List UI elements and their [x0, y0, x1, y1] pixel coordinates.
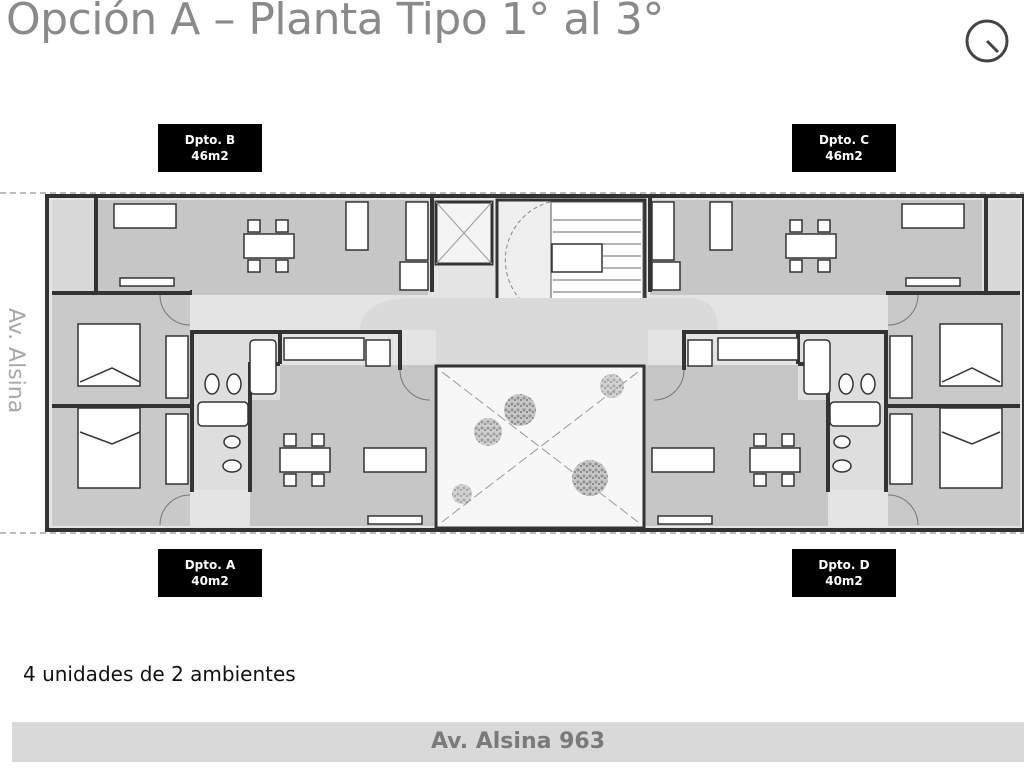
- toilet: [860, 373, 876, 395]
- sofa: [113, 203, 177, 229]
- sofa: [901, 203, 965, 229]
- toilet: [833, 435, 851, 449]
- common-hall: [360, 298, 718, 365]
- toilet: [204, 373, 220, 395]
- bathtub: [249, 339, 277, 395]
- unit-name: Dpto. C: [818, 133, 870, 147]
- unit-name: Dpto. D: [818, 558, 870, 572]
- toilet: [832, 459, 852, 473]
- kitchen-counter: [717, 337, 799, 361]
- dining-table: [279, 447, 331, 473]
- toilet: [838, 373, 854, 395]
- sofa: [363, 447, 427, 473]
- clock-icon[interactable]: [964, 18, 1010, 64]
- bed: [939, 323, 1003, 387]
- unit-label-dpto-c: Dpto. C 46m2: [792, 124, 896, 172]
- unit-label-dpto-b: Dpto. B 46m2: [158, 124, 262, 172]
- unit-area: 40m2: [825, 574, 863, 588]
- summary-text: 4 unidades de 2 ambientes: [23, 662, 296, 686]
- unit-area: 40m2: [191, 574, 229, 588]
- bathtub: [803, 339, 831, 395]
- sofa: [651, 447, 715, 473]
- kitchen-counter: [709, 201, 733, 251]
- dining-table: [785, 233, 837, 259]
- unit-label-dpto-d: Dpto. D 40m2: [792, 549, 896, 597]
- unit-area: 46m2: [825, 149, 863, 163]
- bathtub: [197, 401, 249, 427]
- kitchen-counter: [345, 201, 369, 251]
- bed: [77, 323, 141, 387]
- unit-label-dpto-a: Dpto. A 40m2: [158, 549, 262, 597]
- dining-table: [243, 233, 295, 259]
- bed: [77, 407, 141, 489]
- address-footer: Av. Alsina 963: [12, 722, 1024, 762]
- page-title: Opción A – Planta Tipo 1° al 3°: [6, 0, 664, 45]
- unit-area: 46m2: [191, 149, 229, 163]
- room-balcony-right: [984, 200, 1020, 292]
- toilet: [226, 373, 242, 395]
- bathtub: [829, 401, 881, 427]
- unit-name: Dpto. B: [184, 133, 236, 147]
- room-balcony-left: [52, 200, 96, 292]
- toilet: [222, 459, 242, 473]
- toilet: [223, 435, 241, 449]
- dining-table: [749, 447, 801, 473]
- bed: [939, 407, 1003, 489]
- unit-name: Dpto. A: [184, 558, 236, 572]
- room-dpto-a-living: [250, 365, 434, 526]
- kitchen-counter: [651, 201, 675, 261]
- kitchen-counter: [405, 201, 429, 261]
- kitchen-counter: [283, 337, 365, 361]
- floor-plan: [0, 192, 1024, 534]
